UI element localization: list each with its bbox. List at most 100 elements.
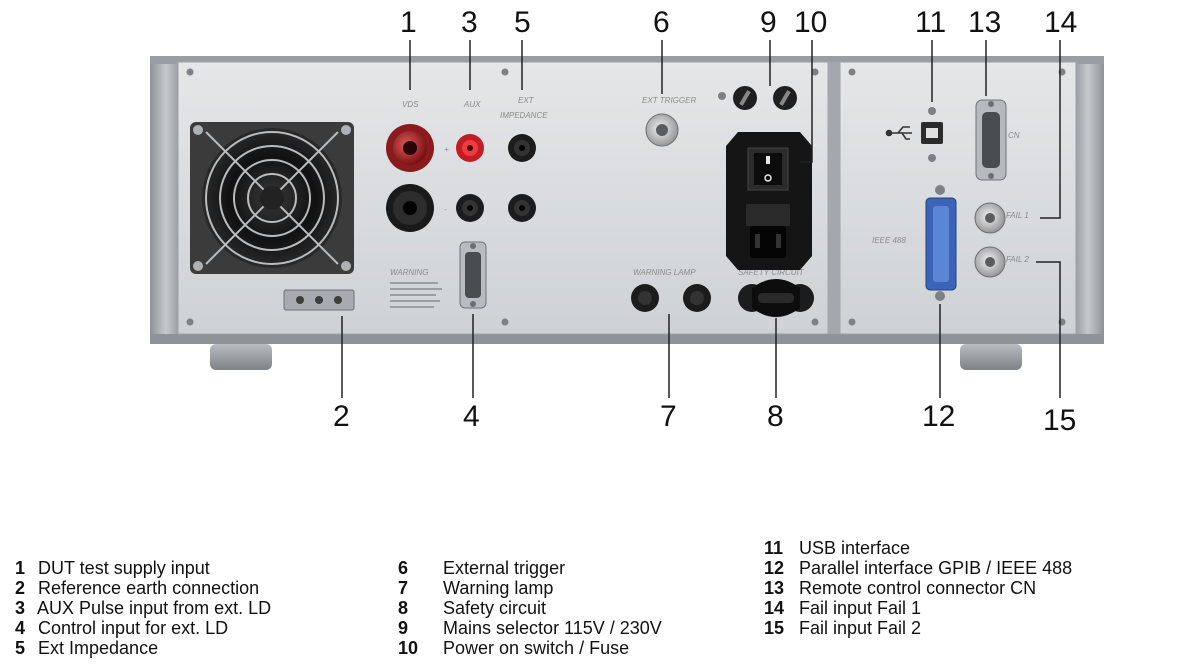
label-warning: WARNING xyxy=(390,268,429,277)
vds-minus-socket xyxy=(386,184,434,232)
legend-num: 13 xyxy=(764,578,785,598)
label-warning-lamp: WARNING LAMP xyxy=(633,268,696,277)
mains-selector-right xyxy=(773,86,797,110)
chassis-left-rail xyxy=(150,60,182,338)
chassis-right-rail xyxy=(1072,60,1104,338)
callout-7: 7 xyxy=(660,400,677,433)
callout-11: 11 xyxy=(915,6,946,39)
leader-lines xyxy=(341,40,1061,398)
right-foot xyxy=(960,344,1022,370)
callout-5: 5 xyxy=(514,6,531,39)
legend-num: 11 xyxy=(764,538,784,558)
legend-num: 4 xyxy=(15,618,26,638)
legend-text: USB interface xyxy=(799,538,911,558)
label-aux: AUX xyxy=(463,100,481,109)
callout-14: 14 xyxy=(1044,6,1077,39)
legend-num: 3 xyxy=(15,598,26,618)
label-ext-trigger: EXT TRIGGER xyxy=(642,96,696,105)
callout-4: 4 xyxy=(463,400,480,433)
callout-1: 1 xyxy=(400,6,417,39)
ext-trigger-bnc xyxy=(645,113,679,147)
legend-num: 15 xyxy=(764,618,785,638)
warning-text-block xyxy=(390,282,442,308)
safety-circuit-bridge xyxy=(738,279,814,317)
usb-icon xyxy=(885,126,912,140)
ieee-488-connector xyxy=(925,185,957,301)
legend-item-5: 5 Ext Impedance xyxy=(15,638,158,658)
label-plus: + xyxy=(444,145,449,154)
legend-item-2: 2 Reference earth connection xyxy=(15,578,259,598)
usb-port xyxy=(921,107,943,162)
left-foot xyxy=(210,344,272,370)
callout-9: 9 xyxy=(760,6,777,39)
vds-plus-socket xyxy=(386,124,434,172)
label-cn: CN xyxy=(1008,131,1020,140)
legend-text: Parallel interface GPIB / IEEE 488 xyxy=(799,558,1073,578)
legend-text: Fail input Fail 1 xyxy=(799,598,922,618)
device-rear-panel-diagram: VDS AUX EXT IMPEDANCE EXT TRIGGER WARNIN… xyxy=(150,6,1104,437)
legend-num: 14 xyxy=(764,598,785,618)
label-ext: EXT xyxy=(518,96,535,105)
callout-2: 2 xyxy=(333,400,350,433)
callout-3: 3 xyxy=(461,6,478,39)
legend-text: Control input for ext. LD xyxy=(38,618,229,638)
legend-text: Warning lamp xyxy=(443,578,554,598)
legend-text: Fail input Fail 2 xyxy=(799,618,922,638)
legend-num: 12 xyxy=(764,558,785,578)
legend-item-13: 13 Remote control connector CN xyxy=(764,578,1036,598)
label-minus: - xyxy=(444,205,447,214)
legend-num: 8 xyxy=(398,598,409,618)
legend-num: 6 xyxy=(398,558,409,578)
cn-remote-connector xyxy=(975,99,1007,181)
ext-impedance-bottom-socket xyxy=(508,194,536,222)
legend-item-4: 4 Control input for ext. LD xyxy=(15,618,228,638)
legend-text: Remote control connector CN xyxy=(799,578,1037,598)
label-fail1: FAIL 1 xyxy=(1006,211,1029,220)
legend-num: 2 xyxy=(15,578,26,598)
legend-item-11: 11 USB interface xyxy=(764,538,910,558)
legend-text: Power on switch / Fuse xyxy=(443,638,630,658)
legend-text: External trigger xyxy=(443,558,566,578)
chassis-top-edge xyxy=(150,56,1104,64)
legend-item-14: 14 Fail input Fail 1 xyxy=(764,598,921,618)
legend-text: Mains selector 115V / 230V xyxy=(443,618,662,638)
aux-plus-socket xyxy=(456,134,484,162)
legend-text: DUT test supply input xyxy=(38,558,210,578)
control-sub-d-connector xyxy=(459,241,487,309)
callout-6: 6 xyxy=(653,6,670,39)
legend-item-3: 3 AUX Pulse input from ext. LD xyxy=(15,598,271,618)
callout-8: 8 xyxy=(767,400,784,433)
power-switch-fuse-module xyxy=(726,132,812,270)
chassis-bottom-edge xyxy=(150,334,1104,344)
callout-15: 15 xyxy=(1043,404,1076,437)
legend-num: 9 xyxy=(398,618,409,638)
right-panel xyxy=(839,61,1077,335)
label-vds: VDS xyxy=(402,100,419,109)
legend-item-7: 7 Warning lamp xyxy=(398,578,553,598)
legend-num: 7 xyxy=(398,578,409,598)
label-ieee: IEEE 488 xyxy=(872,236,906,245)
warning-lamp-socket-left xyxy=(631,284,659,312)
legend-text: Safety circuit xyxy=(443,598,547,618)
mains-selector-left xyxy=(733,86,757,110)
earth-terminal xyxy=(283,289,355,311)
legend-item-1: 1 DUT test supply input xyxy=(15,558,210,578)
cooling-fan xyxy=(190,122,354,274)
legend-item-8: 8 Safety circuit xyxy=(398,598,546,618)
legend-num: 5 xyxy=(15,638,26,658)
legend-item-6: 6 External trigger xyxy=(398,558,565,578)
fail1-bnc xyxy=(974,202,1006,234)
warning-lamp-socket-right xyxy=(683,284,711,312)
aux-minus-socket xyxy=(456,194,484,222)
legend-item-10: 10 Power on switch / Fuse xyxy=(398,638,629,658)
callout-13: 13 xyxy=(968,6,1001,39)
label-impedance: IMPEDANCE xyxy=(500,111,548,120)
legend-text: Reference earth connection xyxy=(38,578,260,598)
callout-12: 12 xyxy=(922,400,955,433)
legend-text: Ext Impedance xyxy=(38,638,159,658)
ext-impedance-top-socket xyxy=(508,134,536,162)
panel-divider xyxy=(828,62,840,334)
fail2-bnc xyxy=(974,246,1006,278)
feet xyxy=(210,344,1022,370)
legend-text: AUX Pulse input from ext. LD xyxy=(37,598,272,618)
